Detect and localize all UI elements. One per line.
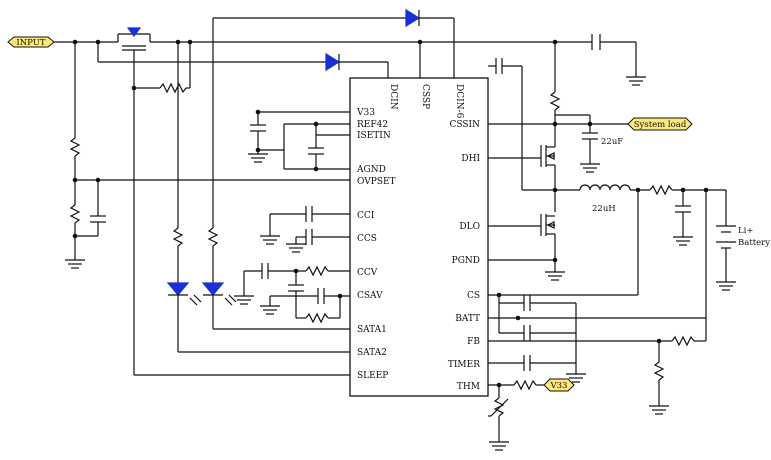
capacitor-ovpset — [90, 215, 106, 223]
ground-top-right — [626, 76, 646, 86]
ground-thm — [489, 441, 509, 451]
led-sata2 — [166, 282, 202, 306]
battery-icon — [716, 225, 736, 249]
capacitor-cs — [523, 295, 531, 311]
inductor-22uh — [579, 184, 631, 191]
input-label: INPUT — [16, 38, 46, 48]
pin-sata1: SATA1 — [357, 325, 387, 335]
resistor-led2 — [207, 227, 219, 247]
capacitor-ccs — [305, 229, 313, 245]
ground-cci — [260, 235, 280, 245]
capacitor-ccv — [261, 263, 269, 279]
capacitor-ref42 — [308, 147, 324, 155]
pin-pgnd: PGND — [452, 256, 480, 266]
pin-dcin-6: DCIN-6 — [454, 84, 464, 119]
capacitor-22uf — [582, 132, 598, 140]
ground-timer — [566, 373, 586, 383]
resistor-fb-top — [671, 335, 695, 347]
ground-csav — [260, 305, 280, 315]
capacitor-cci — [305, 206, 313, 222]
pin-ccs: CCS — [357, 234, 377, 244]
pin-cssp: CSSP — [420, 84, 430, 109]
resistor-divider-bottom — [69, 204, 81, 224]
led-sata1 — [201, 282, 237, 306]
input-rail-wires — [54, 17, 637, 228]
resistor-fb-bottom — [653, 361, 665, 381]
pin-dlo: DLO — [459, 222, 480, 232]
ground-ccv — [234, 295, 254, 305]
pin-timer: TIMER — [448, 360, 480, 370]
ground-output — [673, 236, 693, 246]
battery-label-line2: Battery — [738, 238, 770, 248]
pin-dcin: DCIN — [388, 84, 398, 110]
pin-ref42: REF42 — [357, 120, 388, 130]
capacitor-csav — [317, 288, 325, 304]
battery-label-line1: Li+ — [738, 226, 754, 236]
resistor-led1 — [172, 227, 184, 247]
capacitor-timer — [523, 355, 531, 371]
resistor-ccv — [305, 265, 329, 277]
capacitor-ccv-2 — [288, 284, 304, 292]
resistor-divider-top — [69, 137, 81, 157]
capacitor-input — [591, 34, 601, 50]
capacitor-cssp — [495, 58, 503, 74]
pin-batt: BATT — [455, 314, 480, 324]
ground-left — [65, 259, 85, 269]
ground-ccs — [286, 243, 306, 253]
ground-battery — [716, 281, 736, 291]
pin-thm: THM — [457, 382, 480, 392]
diode-dcin — [325, 52, 341, 72]
capacitor-v33 — [250, 124, 266, 132]
resistor-gate — [159, 82, 187, 94]
system-load-flag: System load — [627, 117, 693, 131]
pin-ccv: CCV — [357, 268, 378, 278]
pin-fb: FB — [467, 337, 480, 347]
pin-isetin: ISETIN — [357, 131, 391, 141]
system-load-label: System load — [634, 120, 687, 130]
input-mosfet — [117, 27, 151, 88]
pin-cssin: CSSIN — [450, 120, 481, 130]
resistor-battery-sense — [649, 184, 673, 196]
pin-v33: V33 — [356, 108, 375, 118]
cap-22uf-label: 22uF — [601, 137, 623, 147]
pin-agnd: AGND — [356, 165, 386, 175]
charger-ic-body — [349, 77, 489, 397]
inductor-22uh-label: 22uH — [592, 204, 616, 214]
mosfet-high — [540, 145, 556, 167]
v33-flag-label: V33 — [550, 381, 568, 391]
input-flag: INPUT — [7, 36, 55, 48]
resistor-thm — [513, 379, 537, 391]
capacitor-output — [675, 205, 691, 213]
thermistor — [488, 397, 509, 417]
pin-sleep: SLEEP — [357, 371, 388, 381]
ground-22uf — [580, 163, 600, 173]
pin-dhi: DHI — [461, 154, 480, 164]
pin-ovpset: OVPSET — [357, 177, 396, 187]
diode-top — [405, 8, 421, 28]
v33-flag: V33 — [543, 378, 575, 392]
pin-cs: CS — [467, 291, 480, 301]
capacitor-batt — [523, 325, 531, 341]
ground-pgnd — [545, 271, 565, 281]
pin-sata2: SATA2 — [357, 348, 387, 358]
mosfet-low — [540, 214, 555, 236]
resistor-sense — [549, 91, 561, 111]
ground-fb — [649, 405, 669, 415]
resistor-csav — [305, 312, 329, 324]
pin-cci: CCI — [357, 211, 375, 221]
pin-csav: CSAV — [357, 291, 383, 301]
ground-v33 — [248, 153, 268, 163]
